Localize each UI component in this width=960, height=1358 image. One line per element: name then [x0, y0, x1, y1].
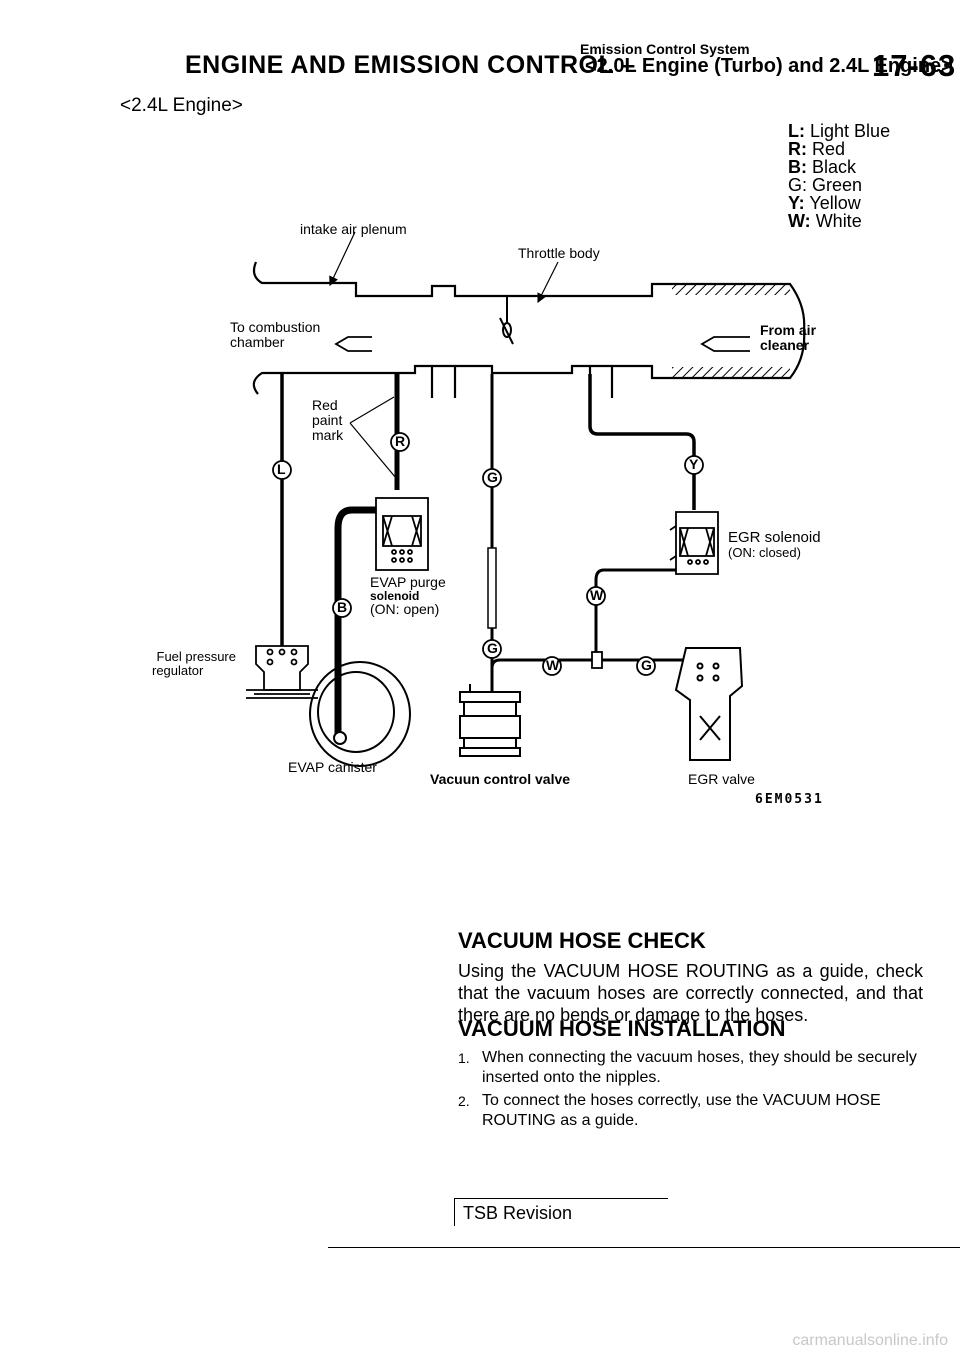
- footer-rule: [328, 1247, 960, 1248]
- legend-item: R: Red: [788, 139, 846, 159]
- label-vacuum-control-valve: Vacuun control valve: [430, 771, 571, 787]
- hose-letter-g3-circle: [636, 656, 656, 676]
- header-section: ENGINE AND EMISSION CONTROL –: [185, 51, 636, 79]
- label-throttle-body: Throttle body: [518, 245, 600, 261]
- hose-letter-y: Y: [689, 456, 699, 472]
- hatch-bottom: [672, 367, 790, 377]
- hose-letter-w: W: [590, 587, 604, 603]
- legend-item: Y: Yellow: [788, 193, 861, 213]
- tsb-revision-box: TSB Revision: [454, 1198, 668, 1226]
- page-number: 17-63: [872, 48, 957, 83]
- hose-letter-g: G: [487, 469, 498, 485]
- label-evap-canister: EVAP canister: [288, 759, 377, 775]
- header-system: Emission Control System: [580, 41, 750, 57]
- header-engines: <2.0L Engine (Turbo) and 2.4L Engine>: [585, 55, 953, 77]
- leader-lines: [329, 231, 559, 479]
- legend-item: W: White: [788, 211, 862, 231]
- evap-purge-solenoid: [375, 497, 429, 571]
- flow-arrow-left: [334, 336, 372, 352]
- legend-item: L: Light Blue: [788, 121, 891, 141]
- label-from-air-cleaner: From air cleaner: [760, 322, 817, 353]
- subtitle: <2.4L Engine>: [120, 95, 243, 116]
- hose-letter-l: L: [277, 461, 286, 477]
- hose-letter-r: R: [395, 433, 406, 449]
- watermark: carmanualsonline.info: [792, 1332, 948, 1349]
- step-item: 1. When connecting the vacuum hoses, the…: [458, 1049, 917, 1086]
- hose-letter-b-circle: [332, 598, 352, 618]
- color-legend: L: Light Blue R: Red B: Black G: Green Y…: [788, 122, 890, 230]
- hose-letter-r-circle: [390, 432, 410, 452]
- label-egr-valve: EGR valve: [688, 771, 755, 787]
- step-item: 2. To connect the hoses correctly, use t…: [458, 1092, 881, 1129]
- intake-duct: [252, 261, 806, 398]
- hatch-top: [672, 285, 790, 295]
- figure-code: 6EM0531: [755, 792, 824, 807]
- paragraph-vacuum-hose-check: Using the VACUUM HOSE ROUTING as a guide…: [458, 961, 923, 1025]
- hose-letter-g: G: [487, 640, 498, 656]
- hose-letter-y-circle: [684, 455, 704, 475]
- hose-letter-w1-circle: [586, 586, 606, 606]
- heading-vacuum-hose-installation: VACUUM HOSE INSTALLATION: [458, 1016, 786, 1041]
- vacuum-control-valve: [459, 684, 521, 757]
- heading-vacuum-hose-check: VACUUM HOSE CHECK: [458, 928, 706, 953]
- label-to-combustion-chamber: To combustion chamber: [230, 319, 321, 350]
- label-red-paint-mark: Red paint mark: [312, 397, 344, 443]
- hose-letter-g: G: [641, 657, 652, 673]
- label-egr-solenoid: EGR solenoid (ON: closed): [728, 529, 821, 560]
- hose-letter-g1-circle: [482, 468, 502, 488]
- hose-letter-b: B: [337, 599, 348, 615]
- vacuum-hoses: [280, 374, 696, 738]
- label-fuel-pressure-regulator: Fuel pressure regulator: [152, 649, 236, 678]
- legend-item: B: Black: [788, 157, 857, 177]
- vacuum-hose-routing-diagram: [246, 231, 806, 767]
- hose-letter-l-circle: [272, 460, 292, 480]
- fuel-pressure-regulator: [246, 645, 318, 699]
- hose-letter-w2-circle: [542, 656, 562, 676]
- label-evap-purge-solenoid: EVAP purge solenoid (ON: open): [370, 574, 446, 617]
- flow-arrow-right: [700, 336, 750, 352]
- evap-canister: [309, 661, 411, 767]
- label-intake-air-plenum: intake air plenum: [300, 221, 407, 237]
- egr-valve: [674, 647, 744, 761]
- legend-item: G: Green: [788, 175, 863, 195]
- installation-steps: 1. When connecting the vacuum hoses, the…: [458, 1048, 924, 1131]
- hose-letter-g2-circle: [482, 639, 502, 659]
- egr-solenoid: [669, 511, 719, 575]
- hose-letter-w: W: [546, 657, 560, 673]
- throttle-plate: [499, 297, 514, 345]
